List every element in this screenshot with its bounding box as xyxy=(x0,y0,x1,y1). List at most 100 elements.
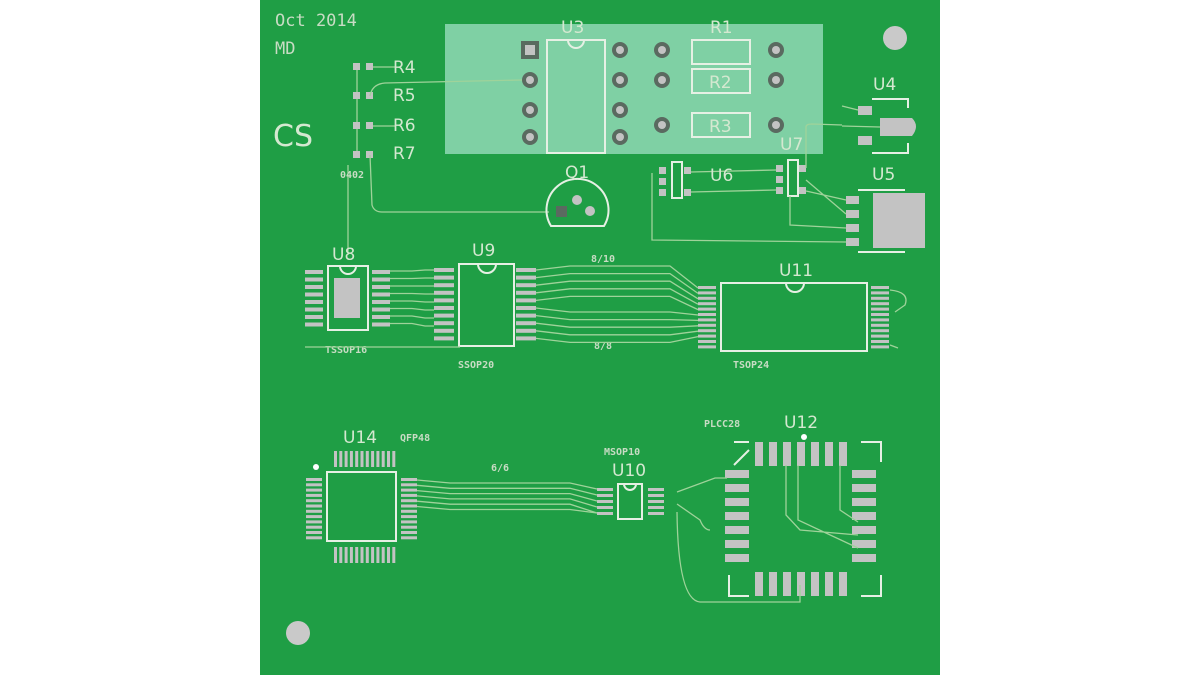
u12-pad xyxy=(839,442,847,466)
pkg-msop10-note: MSOP10 xyxy=(604,447,640,458)
u9-pad xyxy=(434,290,454,295)
u8-u9-trace xyxy=(390,315,434,319)
u5-dpak xyxy=(846,189,925,253)
r5-ref-label: R5 xyxy=(393,86,416,106)
u9-u11-trace xyxy=(535,330,699,336)
u8-pad xyxy=(305,292,323,297)
u11-ref-label: U11 xyxy=(779,261,813,281)
u11-pad xyxy=(698,329,716,333)
u9-pad xyxy=(434,321,454,326)
u11-pad xyxy=(871,286,889,289)
u8-pad xyxy=(372,292,390,297)
r4-ref-label: R4 xyxy=(393,58,416,78)
u8-pad xyxy=(305,277,323,282)
u14-pad xyxy=(401,509,417,513)
u14-pad xyxy=(334,451,337,467)
u11-pad xyxy=(698,291,716,295)
u9-u11-trace xyxy=(535,314,699,322)
u9-u11-trace xyxy=(535,265,699,289)
u12-pad xyxy=(852,484,876,492)
u6-ref-label: U6 xyxy=(710,166,733,186)
u8-u9-trace xyxy=(390,292,434,295)
u9-pad xyxy=(516,283,536,288)
u8-u9-trace xyxy=(390,277,434,280)
u9-u11-trace xyxy=(535,280,699,300)
u11-pad xyxy=(871,329,889,333)
u14-pad xyxy=(401,483,417,487)
u9-pad xyxy=(516,275,536,280)
u8-ref-label: U8 xyxy=(332,245,355,265)
u12-pad xyxy=(852,498,876,506)
u14-pad xyxy=(381,451,385,467)
u11-pad xyxy=(698,313,716,316)
u9-ssop20 xyxy=(434,263,536,347)
u12-pad xyxy=(755,442,763,466)
u8-pad xyxy=(372,300,390,304)
u11-pad xyxy=(871,340,889,343)
u12-pad xyxy=(755,572,763,596)
u9-pad xyxy=(434,275,454,280)
u14-pad xyxy=(401,478,417,481)
u10-pad xyxy=(597,488,613,491)
u12-pad xyxy=(797,572,805,596)
u14-qfp48 xyxy=(306,451,417,563)
u14-pad xyxy=(381,547,385,563)
u14-pad xyxy=(376,451,380,467)
u12-pad xyxy=(811,442,819,466)
r1-ref-label: R1 xyxy=(710,18,733,38)
u12-pad xyxy=(725,470,749,478)
u12-plcc28 xyxy=(676,434,882,603)
u9-pad xyxy=(434,306,454,310)
u8-u9-trace xyxy=(390,307,434,311)
u11-pad xyxy=(698,323,716,327)
signal-traces xyxy=(305,265,699,514)
u12-pad xyxy=(797,442,805,466)
r6-ref-label: R6 xyxy=(393,116,416,136)
u9-u11-trace xyxy=(535,307,699,316)
u12-pad xyxy=(825,572,833,596)
mounting-hole-bottom-left xyxy=(286,621,310,645)
u9-u11-trace xyxy=(535,272,699,294)
u11-pad xyxy=(871,345,889,349)
u9-u11-trace xyxy=(535,288,699,305)
u11-pad xyxy=(698,296,716,300)
u12-pad xyxy=(839,572,847,596)
u14-pad xyxy=(306,515,322,519)
u14-pad xyxy=(401,488,417,492)
u14-pad xyxy=(376,547,380,563)
u9-ref-label: U9 xyxy=(472,241,495,261)
u14-pad xyxy=(344,451,348,467)
trace-rule-6-6-note: 6/6 xyxy=(491,463,509,474)
u12-pad xyxy=(769,442,777,466)
u8-pad xyxy=(372,270,390,274)
pkg-0402-note: 0402 xyxy=(340,170,364,181)
u14-pad xyxy=(401,493,417,497)
u11-tsop24 xyxy=(698,282,907,352)
u12-pad xyxy=(783,572,791,596)
mounting-hole-top-right xyxy=(883,26,907,50)
u14-pad xyxy=(392,451,396,467)
u11-pad xyxy=(698,340,716,343)
u8-pad xyxy=(305,322,323,327)
u12-pad xyxy=(783,442,791,466)
u9-pad xyxy=(516,328,536,333)
u8-pad xyxy=(372,285,390,289)
u14-pad xyxy=(349,547,353,563)
u12-pad xyxy=(852,526,876,534)
board-initials-label: MD xyxy=(275,39,295,59)
u8-pad xyxy=(372,322,390,327)
u14-pad xyxy=(339,547,343,563)
u14-ref-label: U14 xyxy=(343,428,377,448)
u14-u10-trace xyxy=(416,484,598,496)
u4-sot23 xyxy=(841,98,916,154)
r2-ref-label: R2 xyxy=(709,73,732,93)
u12-pad xyxy=(811,572,819,596)
u12-pad xyxy=(725,554,749,562)
u14-pad xyxy=(344,547,348,563)
u14-u10-trace xyxy=(416,489,598,502)
u14-pad xyxy=(401,499,417,503)
u14-pad xyxy=(306,483,322,487)
u14-pad xyxy=(306,536,322,540)
u12-pad xyxy=(825,442,833,466)
u14-pad xyxy=(339,451,343,467)
